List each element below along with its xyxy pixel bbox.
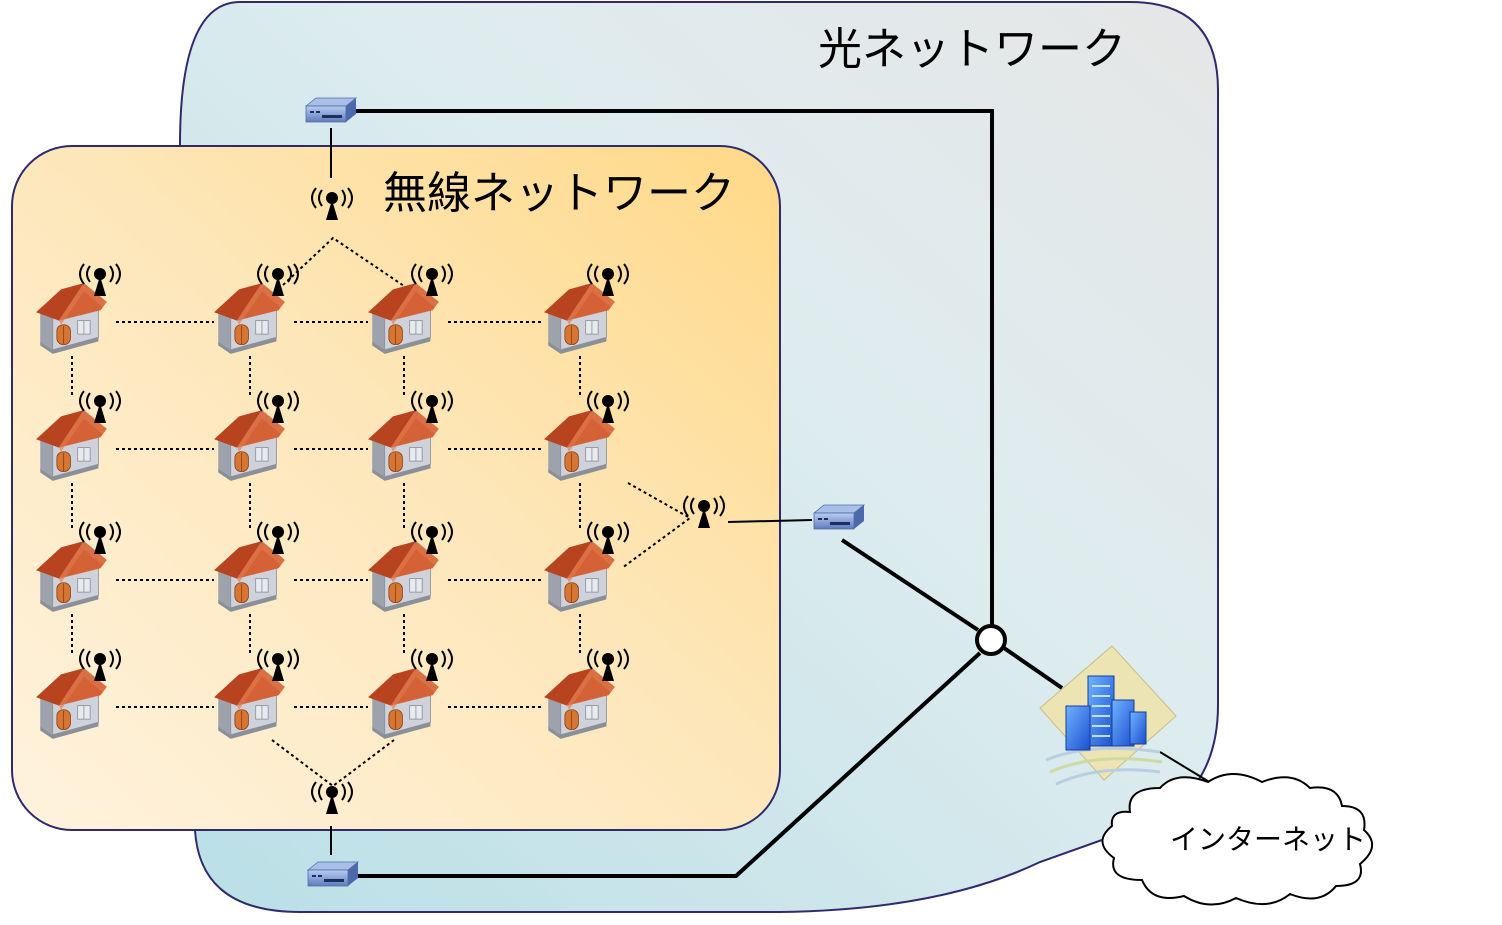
wireless-network-label: 無線ネットワーク	[383, 168, 735, 219]
network-device-icon	[305, 97, 357, 123]
network-device-icon	[813, 504, 865, 530]
fiber-link	[356, 109, 994, 625]
fiber-link	[727, 519, 813, 523]
fiber-link	[840, 538, 980, 632]
network-device-icon	[307, 861, 359, 887]
wireless-link	[271, 739, 395, 788]
fiber-link	[1002, 646, 1064, 690]
fiber-link	[357, 651, 982, 878]
internet-label: インターネット	[1170, 823, 1367, 856]
cloud-icon	[1101, 773, 1373, 906]
splitter-node-icon	[975, 624, 1007, 656]
wireless-link	[621, 482, 692, 569]
office-building-icon	[1039, 645, 1177, 786]
fiber-link	[1159, 751, 1217, 787]
wireless-link	[282, 236, 411, 291]
optical-network-label: 光ネットワーク	[818, 24, 1126, 75]
